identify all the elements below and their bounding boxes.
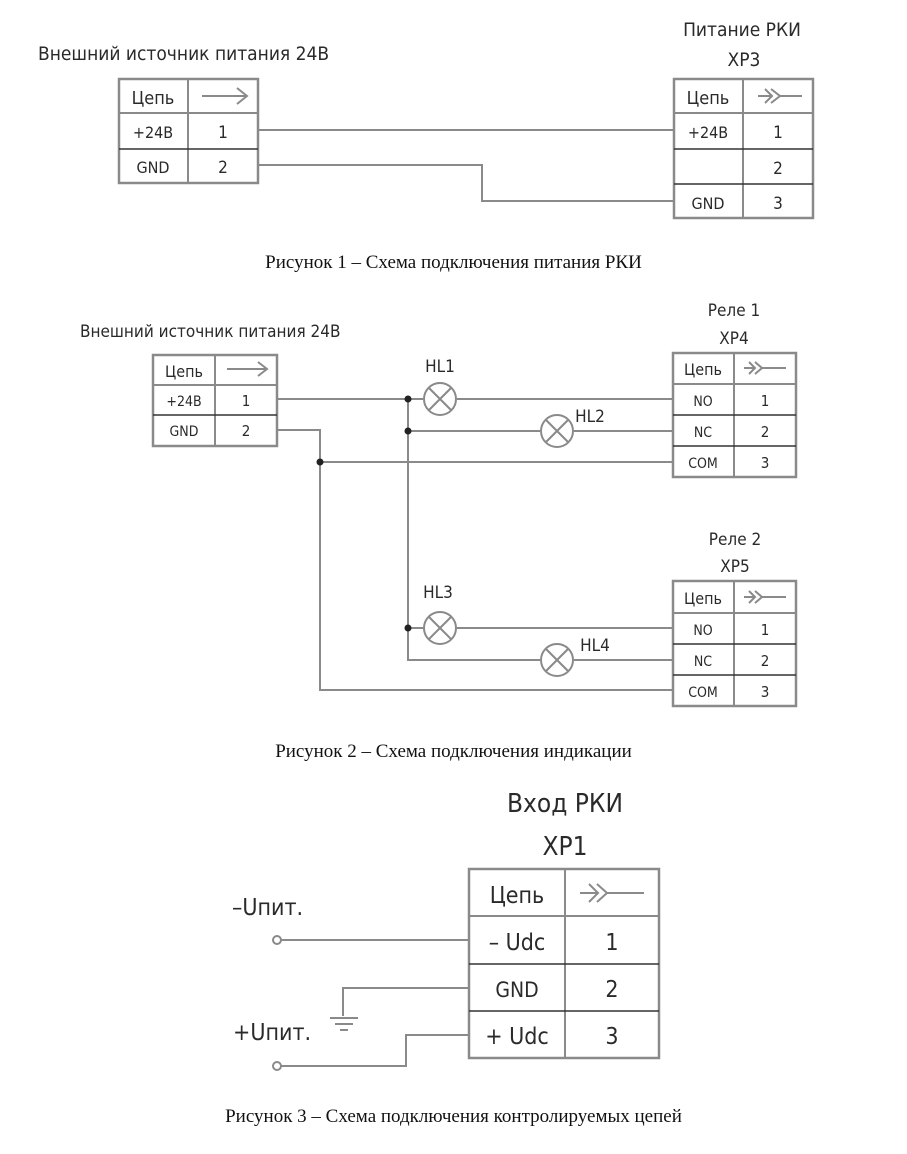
fig2-source-table: Цепь +24В 1 GND 2 — [151, 353, 279, 448]
fig2-relay1-row1-pin: 1 — [761, 392, 770, 410]
figure-1: Внешний источник питания 24В Цепь +24В 1… — [38, 19, 815, 220]
lamp-hl3-label: HL3 — [423, 583, 453, 603]
fig2-relay2-table: Цепь NO 1 NC 2 COM 3 — [671, 579, 798, 708]
fig1-source-row2-pin: 2 — [218, 158, 228, 178]
terminal-plus-icon — [272, 1061, 282, 1071]
fig2-relay2-row1-circuit: NO — [693, 623, 712, 639]
connector-plug-icon — [580, 883, 644, 903]
fig1-source-header-circuit: Цепь — [132, 88, 175, 109]
fig1-connector-header-circuit: Цепь — [687, 88, 730, 109]
fig2-relay2-row3-circuit: COM — [688, 685, 718, 701]
fig2-source-row1-pin: 1 — [242, 392, 251, 410]
fig2-relay1-title: Реле 1 — [708, 301, 760, 321]
fig2-relay2-title: Реле 2 — [709, 530, 761, 550]
fig2-relay1-row3-pin: 3 — [761, 454, 770, 472]
connector-plug-icon — [744, 361, 786, 375]
fig3-wire-plus — [281, 1034, 469, 1067]
fig3-row1-circuit: – Udc — [489, 930, 546, 956]
lamp-hl1-label: HL1 — [425, 357, 455, 377]
fig3-plus-input-label: +Uпит. — [233, 1020, 311, 1046]
ground-icon — [330, 1017, 358, 1031]
fig1-connector-row3-circuit: GND — [691, 194, 724, 213]
fig1-connector-row1-pin: 1 — [773, 123, 783, 143]
junction-dot — [316, 458, 324, 466]
connector-plug-icon — [744, 590, 786, 604]
lamp-hl4-icon — [540, 643, 574, 677]
fig3-row1-pin: 1 — [605, 930, 618, 956]
fig2-source-header-circuit: Цепь — [165, 362, 203, 381]
fig1-connector-row1-circuit: +24В — [688, 123, 728, 142]
fig2-relay2-row2-pin: 2 — [761, 652, 770, 670]
fig2-relay1-designator: XP4 — [719, 329, 748, 349]
fig1-wire-gnd — [258, 164, 674, 202]
fig1-connector-row3-pin: 3 — [773, 194, 783, 214]
fig1-source-row2-circuit: GND — [136, 158, 169, 177]
fig3-row3-circuit: + Udc — [485, 1024, 549, 1050]
fig2-source-row2-pin: 2 — [242, 422, 251, 440]
figure-1-caption: Рисунок 1 – Схема подключения питания РК… — [265, 252, 642, 273]
fig2-relay1-row2-pin: 2 — [761, 423, 770, 441]
junction-dot — [404, 395, 412, 403]
figure-3-caption: Рисунок 3 – Схема подключения контролиру… — [225, 1106, 682, 1127]
fig1-connector-title: Питание РКИ — [683, 19, 801, 41]
fig2-source-row1-circuit: +24В — [166, 394, 201, 410]
fig1-source-title: Внешний источник питания 24В — [38, 43, 329, 65]
fig3-connector-table: Цепь – Udc 1 GND 2 + Udc 3 — [467, 867, 661, 1060]
fig1-source-row1-pin: 1 — [218, 123, 228, 143]
fig2-source-row2-circuit: GND — [170, 424, 199, 440]
arrow-right-icon — [202, 87, 249, 105]
fig2-wires — [277, 398, 673, 691]
figure-2: Внешний источник питания 24В Цепь +24В 1… — [80, 301, 798, 708]
fig2-relay2-header-circuit: Цепь — [684, 589, 722, 608]
junction-dot — [404, 427, 412, 435]
terminal-minus-icon — [272, 935, 282, 945]
fig2-relay2-row2-circuit: NC — [694, 654, 712, 670]
fig3-minus-input-label: –Uпит. — [232, 895, 303, 921]
figure-3: Вход РКИ XP1 Цепь – Udc 1 GND 2 + Udc 3 … — [232, 789, 661, 1071]
fig1-source-table: Цепь +24В 1 GND 2 — [117, 77, 260, 185]
lamp-hl3-icon — [423, 611, 457, 645]
fig3-header-circuit: Цепь — [490, 883, 545, 909]
fig3-row3-pin: 3 — [605, 1024, 618, 1050]
fig3-wire-gnd — [342, 987, 469, 1016]
fig1-connector-row2-pin: 2 — [773, 159, 783, 179]
figure-2-caption: Рисунок 2 – Схема подключения индикации — [275, 741, 632, 762]
fig2-relay1-row1-circuit: NO — [693, 394, 712, 410]
fig2-source-title: Внешний источник питания 24В — [80, 322, 340, 342]
fig3-connector-designator: XP1 — [542, 832, 587, 862]
fig3-row2-pin: 2 — [605, 977, 618, 1003]
fig3-row2-circuit: GND — [495, 978, 538, 1002]
fig2-relay2-row1-pin: 1 — [761, 621, 770, 639]
lamp-hl1-icon — [423, 382, 457, 416]
fig2-relay1-row2-circuit: NC — [694, 425, 712, 441]
fig1-connector-designator: XP3 — [728, 49, 761, 71]
connector-plug-icon — [758, 88, 802, 104]
arrow-right-icon — [227, 361, 269, 377]
fig2-relay1-header-circuit: Цепь — [684, 360, 722, 379]
lamp-hl2-label: HL2 — [575, 407, 605, 427]
lamp-hl2-icon — [540, 414, 574, 448]
fig2-relay1-row3-circuit: COM — [688, 456, 718, 472]
junction-dot — [404, 624, 412, 632]
fig3-connector-title: Вход РКИ — [507, 789, 623, 819]
lamp-hl4-label: HL4 — [580, 636, 610, 656]
fig2-relay1-table: Цепь NO 1 NC 2 COM 3 — [671, 351, 798, 479]
fig1-connector-table: Цепь +24В 1 2 GND 3 — [672, 77, 815, 220]
fig2-relay2-designator: XP5 — [720, 557, 749, 577]
fig2-relay2-row3-pin: 3 — [761, 683, 770, 701]
fig1-source-row1-circuit: +24В — [133, 123, 173, 142]
